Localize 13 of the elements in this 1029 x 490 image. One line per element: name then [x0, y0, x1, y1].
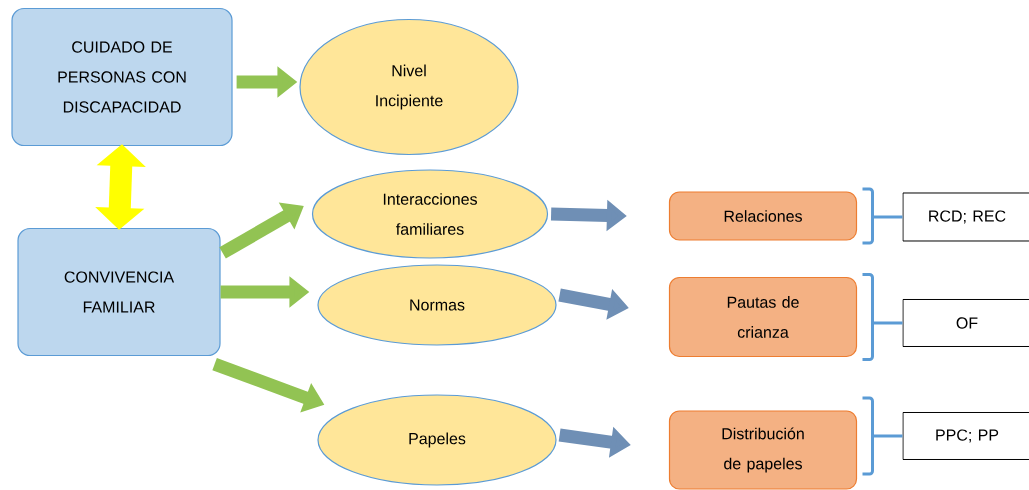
label-box: PPC; PP [902, 412, 1029, 460]
rounded-box: Distribución de papeles [668, 410, 858, 490]
bracket-connector [862, 396, 903, 476]
label-box: RCD; REC [902, 192, 1029, 242]
rounded-box: Pautas de crianza [668, 276, 858, 358]
ellipse-node: Normas [317, 264, 557, 346]
rounded-box: Relaciones [668, 191, 858, 241]
rounded-box: CONVIVENCIA FAMILIAR [17, 227, 221, 357]
label-box: OF [902, 299, 1029, 347]
ellipse-node: Interacciones familiares [311, 169, 549, 259]
ellipse-node: Papeles [317, 394, 557, 486]
ellipse-node: Nivel Incipiente [299, 18, 519, 156]
rounded-box: CUIDADO DE PERSONAS CON DISCAPACIDAD [11, 7, 233, 147]
